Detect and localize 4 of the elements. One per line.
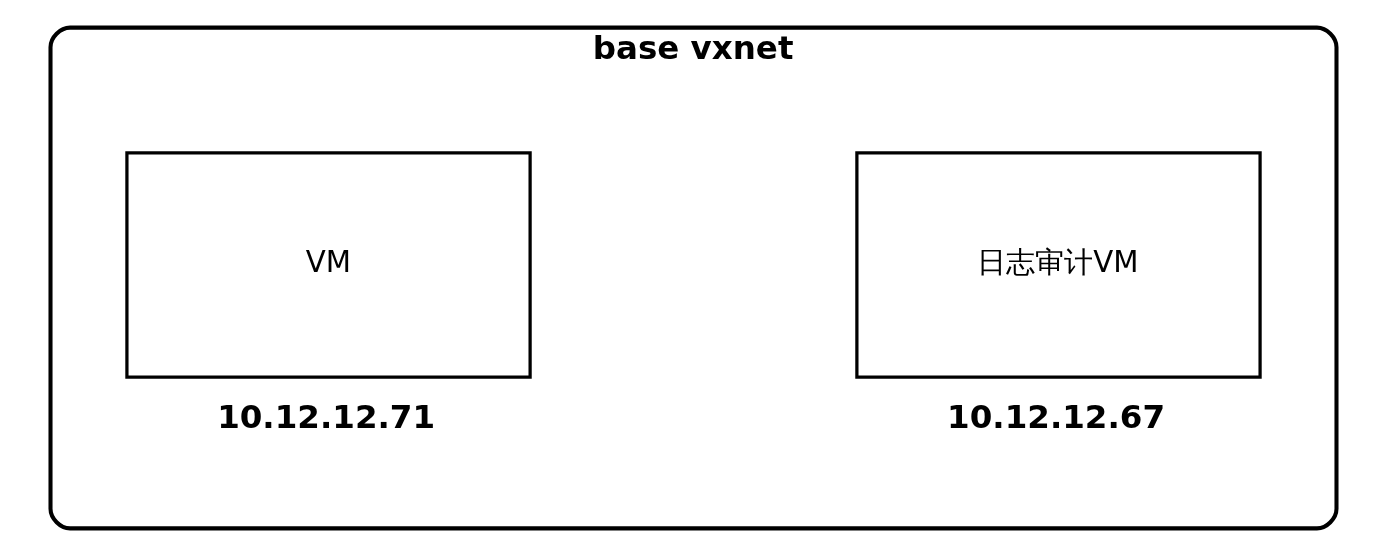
node-label: 10.12.12.71 [216, 397, 435, 436]
node-box: VM [124, 151, 532, 379]
node-box: 日志审计VM [854, 151, 1262, 379]
node-label: 10.12.12.67 [946, 397, 1165, 436]
